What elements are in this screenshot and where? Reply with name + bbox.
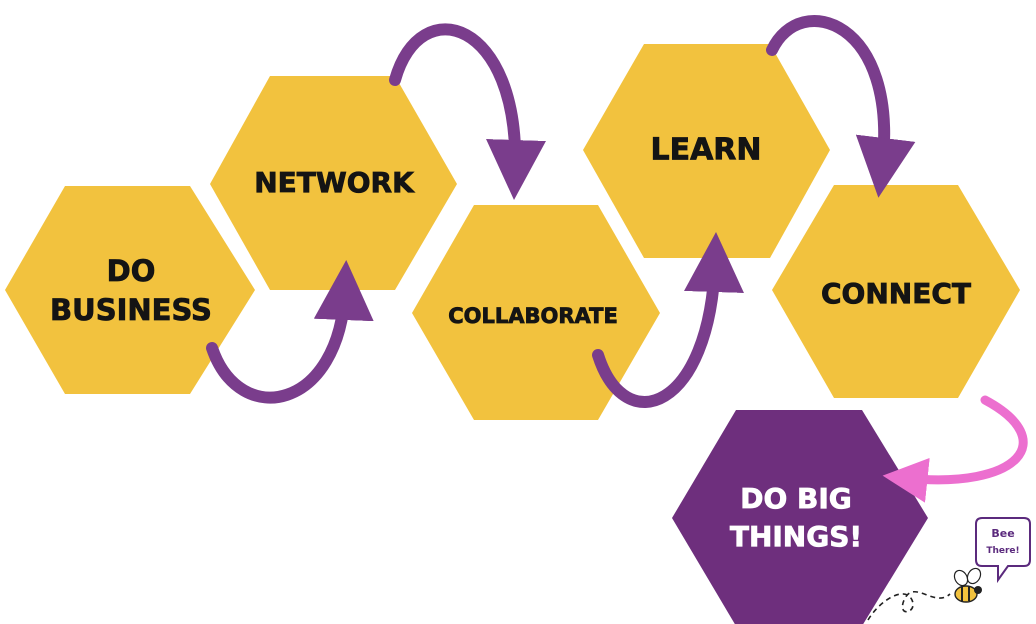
- hexagon-do-big-things: [672, 410, 928, 624]
- label-do-business-line1: DO: [107, 254, 156, 288]
- speech-bubble: [975, 517, 1031, 584]
- label-do-big-things-line1: DO BIG: [740, 482, 852, 515]
- hexagon-network: [210, 76, 457, 290]
- hexagon-learn: [583, 44, 830, 258]
- bee-mascot: Bee There!: [867, 517, 1031, 621]
- label-learn: LEARN: [650, 133, 761, 168]
- speech-bubble-line2: There!: [986, 546, 1019, 556]
- speech-bubble-line1: Bee: [991, 527, 1014, 540]
- hexagon-do-business: [5, 186, 255, 394]
- arrow-business-to-network: [206, 260, 374, 404]
- arrow-collaborate-to-learn: [592, 232, 744, 408]
- label-do-business-line2: BUSINESS: [50, 293, 212, 327]
- bee-icon: [953, 567, 982, 603]
- hexagon-connect: [772, 185, 1020, 398]
- label-network: NETWORK: [254, 166, 415, 199]
- label-do-big-things-line2: THINGS!: [730, 520, 862, 553]
- label-collaborate: COLLABORATE: [448, 304, 618, 328]
- arrow-connect-to-do-big-things: [882, 395, 1028, 503]
- label-connect: CONNECT: [821, 277, 971, 310]
- arrow-learn-to-connect: [766, 15, 916, 198]
- arrow-network-to-collaborate: [389, 23, 546, 200]
- bee-flight-trail: [867, 591, 951, 621]
